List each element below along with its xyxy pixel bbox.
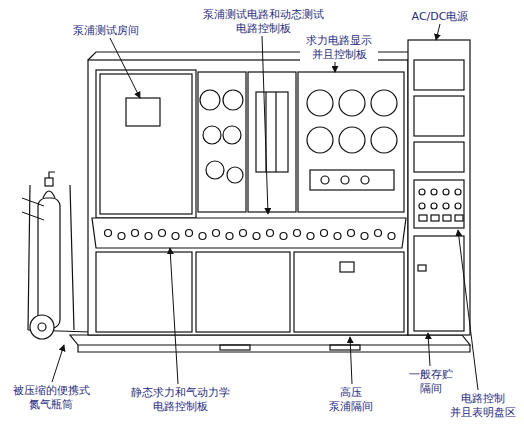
- indicator-callout: 电路控制 并且表明盘区: [445, 392, 521, 420]
- control-knob: [240, 230, 247, 237]
- control-knob: [348, 230, 355, 237]
- control-knob: [172, 233, 179, 240]
- control-knob: [132, 230, 139, 237]
- control-knob: [253, 233, 260, 240]
- static-panel-callout: 静态求力和气动力学 电路控制板: [126, 386, 234, 414]
- control-knob: [145, 233, 152, 240]
- display-callout: 求力电路显示 并且控制板: [300, 34, 378, 62]
- control-knob: [213, 230, 220, 237]
- cylinder-callout: 被压缩的便携式 氮气瓶筒: [8, 384, 94, 412]
- pump-bay-callout: 高压 泵浦隔间: [322, 386, 380, 414]
- control-knob: [199, 233, 206, 240]
- power-callout: AC/DC电源: [404, 10, 476, 24]
- control-knob: [267, 230, 274, 237]
- control-knob: [334, 233, 341, 240]
- control-knob: [159, 230, 166, 237]
- control-knob: [186, 230, 193, 237]
- room-callout: 泵浦测试房间: [64, 24, 148, 38]
- control-knob: [280, 233, 287, 240]
- control-knob: [307, 233, 314, 240]
- control-knob: [294, 230, 301, 237]
- control-knob: [388, 233, 395, 240]
- control-knob: [375, 230, 382, 237]
- panel-callout: 泵浦测试电路和动态测试 电路控制板: [196, 8, 330, 36]
- control-knob: [105, 230, 112, 237]
- control-knob: [226, 233, 233, 240]
- control-knob: [321, 230, 328, 237]
- control-knob: [361, 233, 368, 240]
- control-knob: [118, 233, 125, 240]
